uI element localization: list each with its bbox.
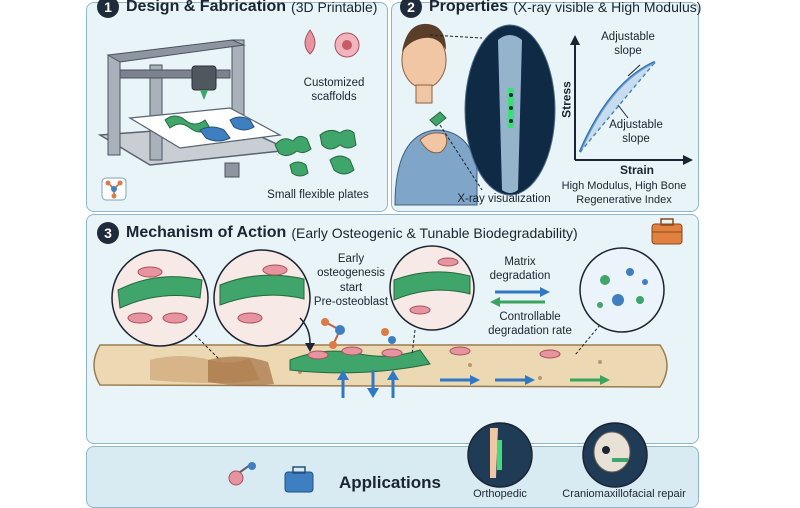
adjustable-slope-top: Adjustable slope xyxy=(601,31,655,58)
applications-toolbox-icon xyxy=(284,466,314,493)
xray-label: X-ray visualization xyxy=(457,193,551,205)
leg-xray-icon xyxy=(467,422,533,488)
design-subtitle: (3D Printable) xyxy=(291,0,378,15)
matrix-degradation-label: Matrix degradation xyxy=(489,256,551,283)
pre-osteoblast-molecules xyxy=(321,318,396,349)
degradation-arrows xyxy=(337,287,610,398)
step-number-1: 1 xyxy=(97,0,119,18)
zoom-circle-4 xyxy=(574,247,665,356)
plates-label: Small flexible plates xyxy=(267,189,369,201)
properties-title: Properties xyxy=(429,0,509,15)
flexible-plates xyxy=(274,129,357,177)
zoom-circle-2 xyxy=(213,249,315,352)
skull-icon xyxy=(582,422,648,488)
strain-axis-label: Strain xyxy=(619,163,654,177)
cell-icons xyxy=(304,29,360,58)
printer-illustration xyxy=(97,39,293,178)
step-number-3: 3 xyxy=(97,222,119,244)
orthopedic-label: Orthopedic xyxy=(473,488,527,500)
stress-axis-label: Stress xyxy=(559,81,574,118)
applications-title: Applications xyxy=(338,473,441,492)
toolbox-icon xyxy=(651,218,683,245)
applications-molecule-icon xyxy=(228,462,256,486)
modulus-caption: High Modulus, High Bone Regenerative Ind… xyxy=(561,180,687,206)
design-header: 1 Design & Fabrication (3D Printable) xyxy=(97,0,377,18)
step-number-2: 2 xyxy=(400,0,422,18)
design-title: Design & Fabrication xyxy=(126,0,287,15)
adjustable-slope-bottom: Adjustable slope xyxy=(609,119,663,146)
mechanism-subtitle: (Early Osteogenic & Tunable Biodegradabi… xyxy=(291,225,578,241)
properties-header: 2 Properties (X-ray visible & High Modul… xyxy=(400,0,701,18)
mechanism-title: Mechanism of Action xyxy=(126,224,287,241)
mechanism-header: 3 Mechanism of Action (Early Osteogenic … xyxy=(97,222,578,244)
controllable-rate-label: Controllable degradation rate xyxy=(488,311,572,338)
xray-image xyxy=(429,24,556,196)
properties-subtitle: (X-ray visible & High Modulus) xyxy=(513,0,702,15)
bone-shaft xyxy=(93,344,668,388)
stress-strain-graph xyxy=(570,35,693,165)
zoom-circle-1 xyxy=(111,249,221,361)
molecule-icon xyxy=(101,177,127,201)
scaffolds-label: Customized scaffolds xyxy=(303,77,365,104)
craniomaxillofacial-label: Craniomaxillofacial repair xyxy=(562,488,686,500)
osteogenesis-label: Early osteogenesis start Pre-osteoblast xyxy=(313,253,389,309)
zoom-circle-3 xyxy=(389,245,475,356)
